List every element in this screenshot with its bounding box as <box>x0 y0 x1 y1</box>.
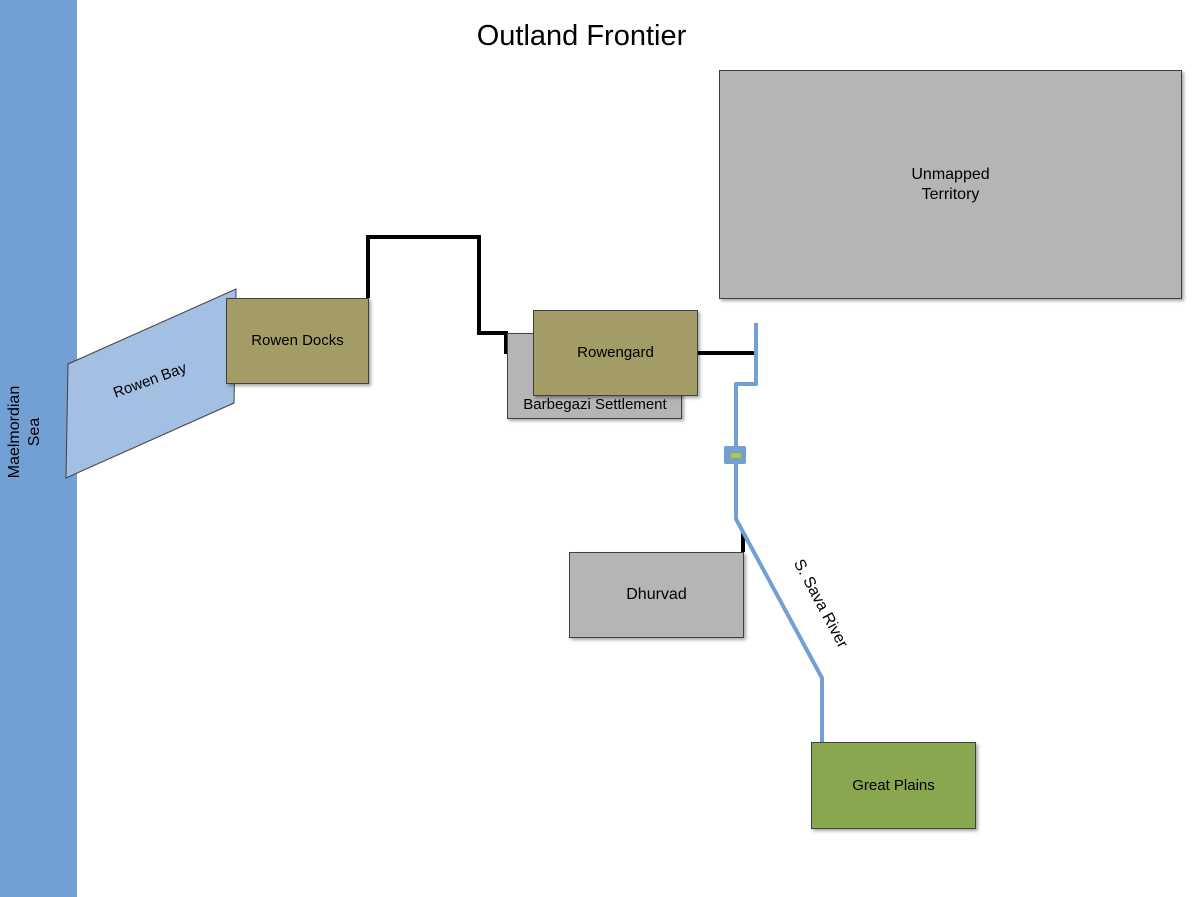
great-plains-region[interactable]: Great Plains <box>811 742 976 829</box>
bridge-marker-inner <box>730 452 742 459</box>
dhurvad-label: Dhurvad <box>626 586 687 603</box>
south-sava-river <box>734 323 824 742</box>
great-plains-label: Great Plains <box>852 776 935 794</box>
barbegazi-settlement-label: Barbegazi Settlement <box>523 396 667 413</box>
unmapped-territory-region[interactable]: Unmapped Territory <box>719 70 1182 299</box>
sea-label: Maelmordian Sea <box>6 385 43 479</box>
maelmordian-sea <box>0 0 77 897</box>
rowengard-region[interactable]: Rowengard <box>533 310 698 396</box>
bridge-marker-icon <box>724 446 746 464</box>
unmapped-territory-label: Unmapped Territory <box>911 165 990 203</box>
map-title: Outland Frontier <box>476 20 687 52</box>
road-docks-to-rowengard <box>366 235 534 354</box>
rowen-docks-region[interactable]: Rowen Docks <box>226 298 369 384</box>
rowengard-label: Rowengard <box>577 344 654 361</box>
rowen-docks-label: Rowen Docks <box>251 332 344 349</box>
rowen-bay-shape <box>65 288 237 479</box>
dhurvad-region[interactable]: Dhurvad <box>569 552 744 638</box>
